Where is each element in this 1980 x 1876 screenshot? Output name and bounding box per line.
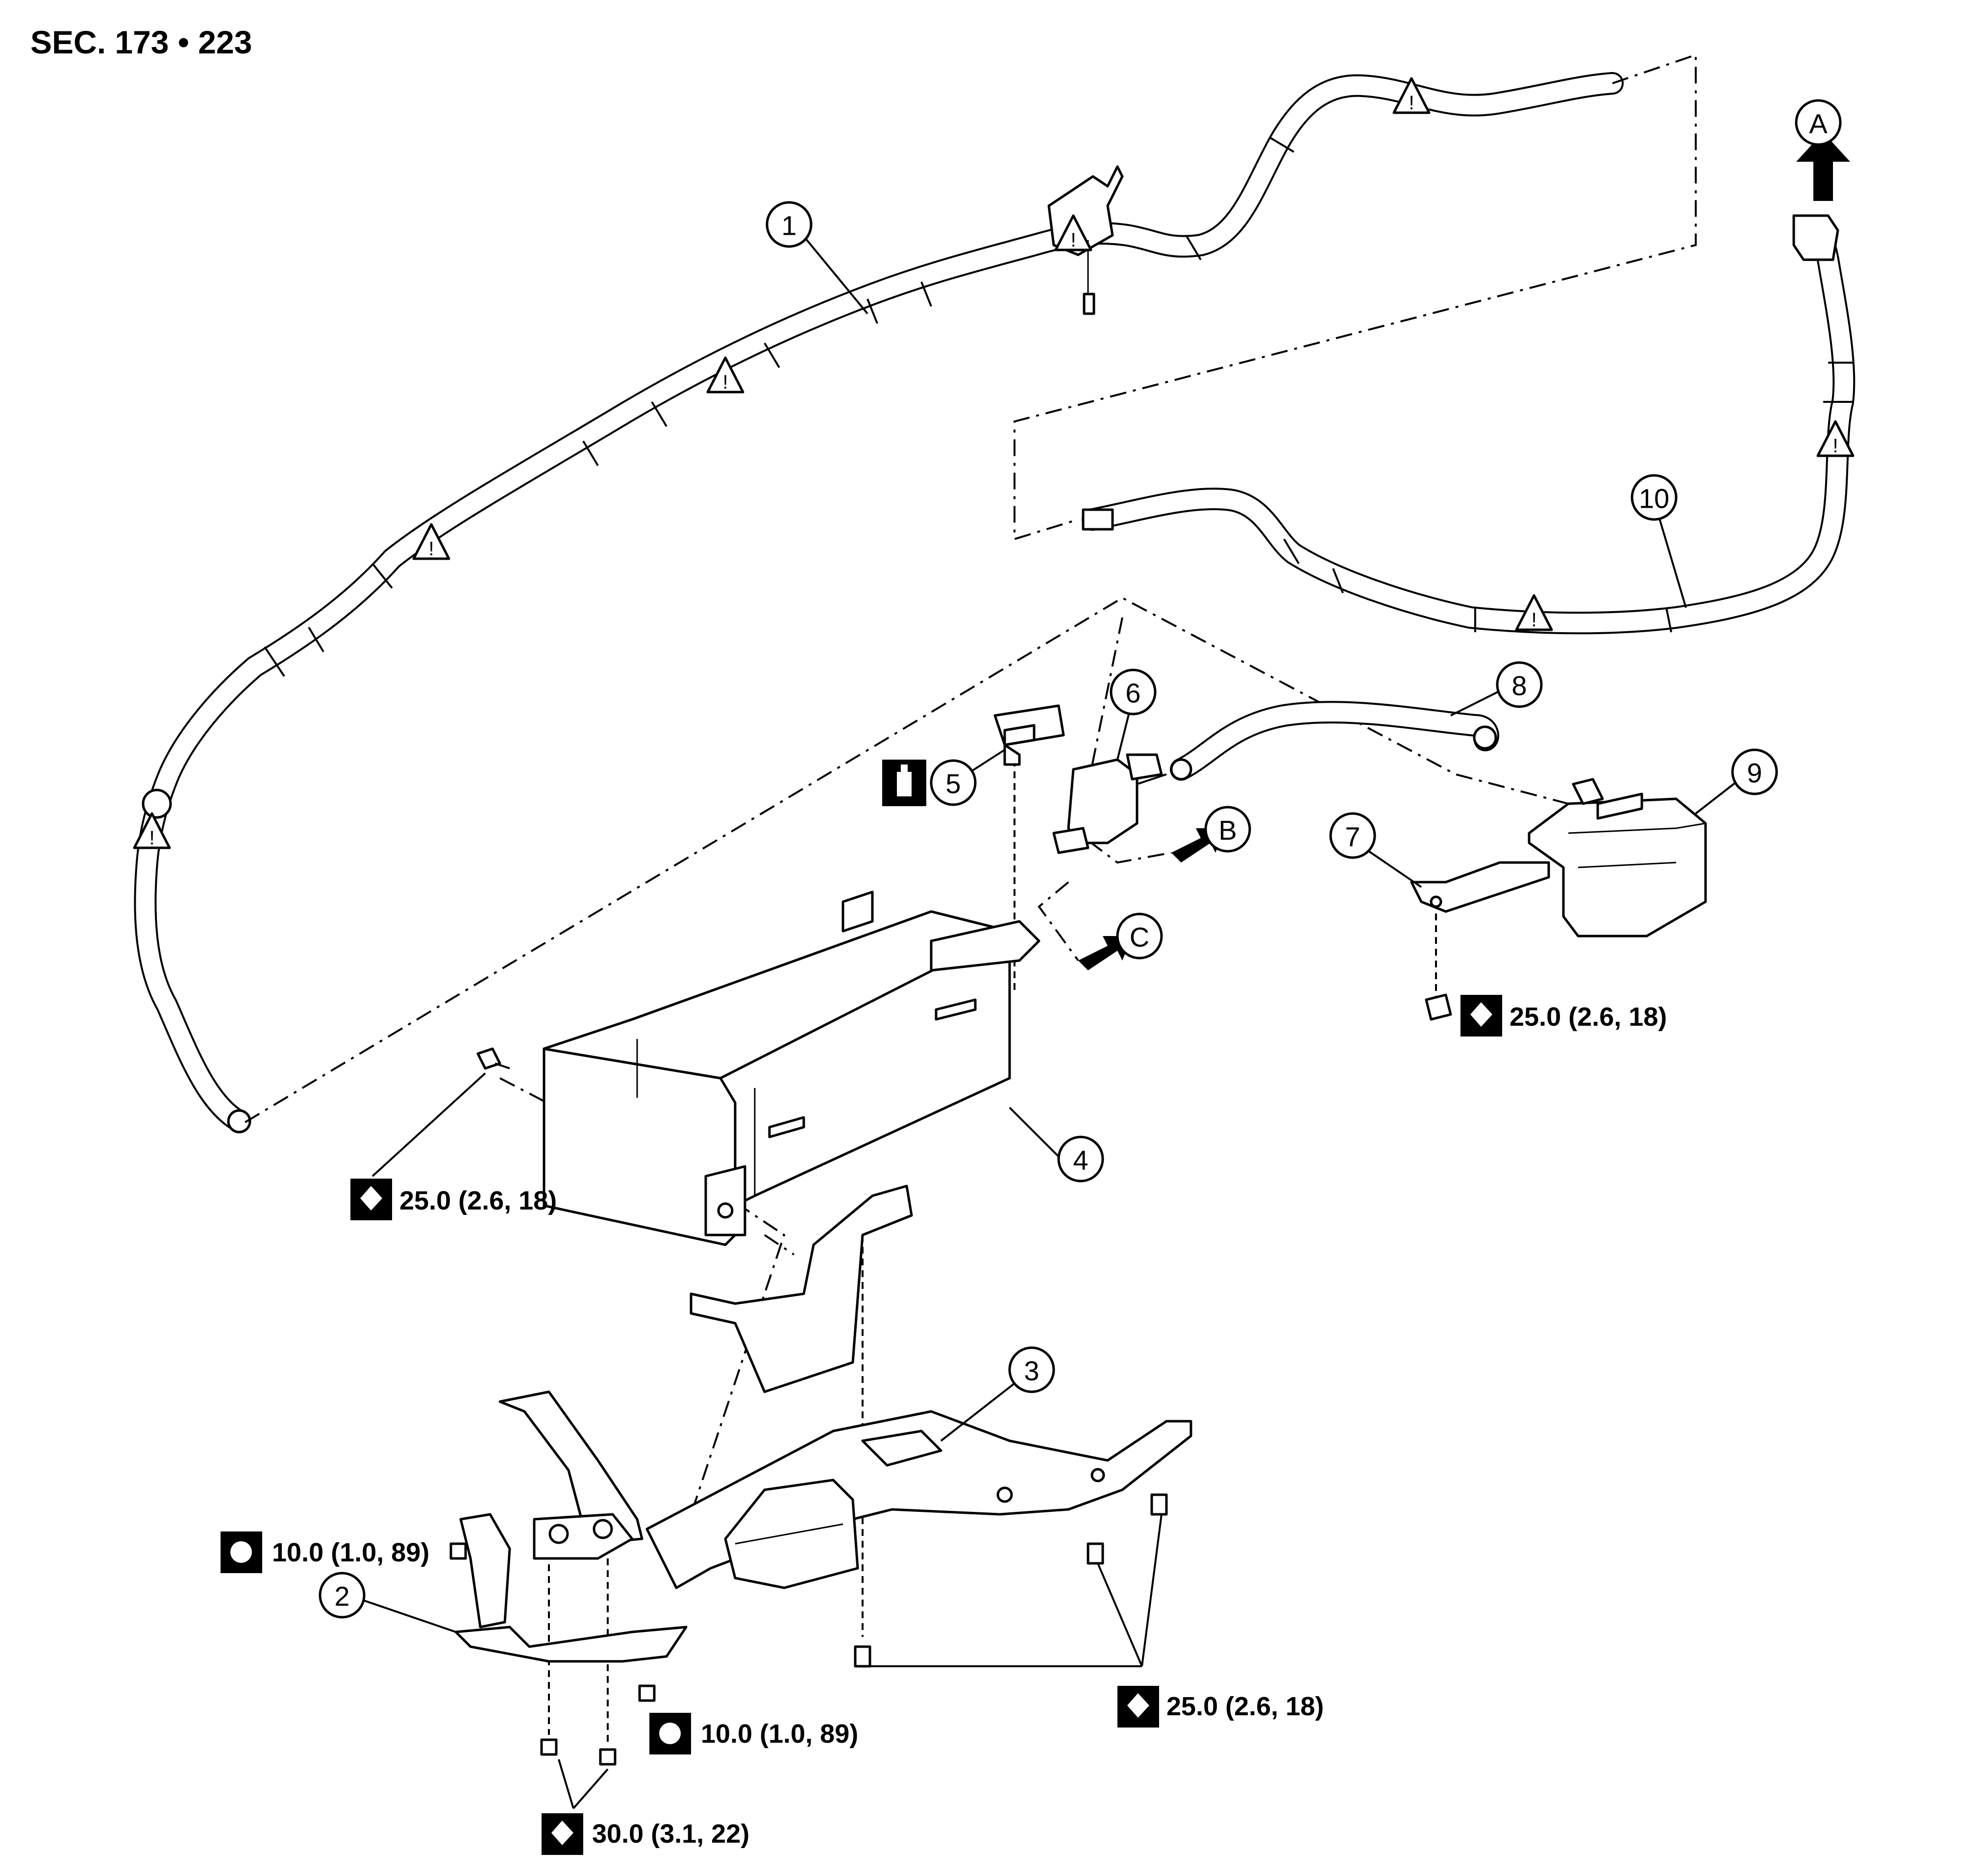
torque-wrench-icon xyxy=(350,1179,392,1220)
svg-text:10.0 (1.0, 89): 10.0 (1.0, 89) xyxy=(272,1538,429,1567)
svg-text:!: ! xyxy=(149,827,154,849)
torque-wrench-icon xyxy=(1460,995,1502,1037)
evap-hose-10 xyxy=(1082,214,1856,635)
torque-wrench-icon xyxy=(1117,1686,1159,1728)
callout-5: 5 xyxy=(930,749,1006,806)
evap-canister-4 xyxy=(543,890,1040,1246)
svg-text:10: 10 xyxy=(1639,483,1669,514)
torque-wrench-icon xyxy=(649,1713,691,1754)
svg-text:!: ! xyxy=(722,371,728,393)
torque-wrench-icon xyxy=(221,1531,262,1573)
svg-text:8: 8 xyxy=(1511,670,1527,701)
callout-9: 9 xyxy=(1695,748,1778,815)
arrow-icon xyxy=(1078,132,1850,970)
part-9-drain-filter xyxy=(1528,778,1707,938)
torque-spec-part-3: 25.0 (2.6, 18) xyxy=(1117,1686,1324,1728)
callout-4: 4 xyxy=(1009,1107,1104,1183)
svg-text:!: ! xyxy=(1409,92,1414,114)
svg-text:2: 2 xyxy=(334,1581,349,1612)
callout-10: 10 xyxy=(1631,474,1687,608)
svg-text:6: 6 xyxy=(1125,678,1140,709)
torque-spec-part-2-lower: 10.0 (1.0, 89) xyxy=(649,1713,858,1754)
svg-text:3: 3 xyxy=(1024,1356,1039,1386)
connection-a: A xyxy=(1795,99,1842,146)
svg-text:C: C xyxy=(1130,922,1149,953)
svg-text:!: ! xyxy=(1832,435,1838,457)
svg-text:B: B xyxy=(1218,815,1237,846)
svg-text:4: 4 xyxy=(1073,1145,1088,1176)
svg-text:1: 1 xyxy=(781,210,796,241)
torque-spec-part-9: 25.0 (2.6, 18) xyxy=(1460,995,1667,1037)
canister-bolt xyxy=(371,1047,510,1177)
mounting-bolts xyxy=(449,1493,1168,1809)
svg-text:!: ! xyxy=(1070,229,1076,251)
callout-7: 7 xyxy=(1329,812,1422,888)
svg-text:A: A xyxy=(1809,108,1828,139)
svg-text:!: ! xyxy=(428,538,434,560)
svg-text:5: 5 xyxy=(945,768,961,799)
svg-text:30.0 (3.1, 22): 30.0 (3.1, 22) xyxy=(592,1819,749,1849)
svg-text:7: 7 xyxy=(1345,821,1360,852)
torque-spec-part-2-bottom: 30.0 (3.1, 22) xyxy=(542,1813,749,1855)
evap-hose-8 xyxy=(1170,701,1499,781)
svg-text:25.0 (2.6, 18): 25.0 (2.6, 18) xyxy=(399,1186,557,1215)
connection-b: B xyxy=(1204,806,1251,853)
torque-wrench-icon xyxy=(542,1813,583,1855)
svg-text:10.0 (1.0, 89): 10.0 (1.0, 89) xyxy=(701,1719,858,1749)
part-7-bracket xyxy=(1410,861,1550,1021)
callout-2: 2 xyxy=(319,1572,456,1633)
part-2-bracket xyxy=(454,1513,688,1663)
section-reference: SEC. 173 • 223 xyxy=(30,24,252,60)
sealant-icon xyxy=(882,760,926,806)
callout-1: 1 xyxy=(766,201,868,315)
svg-text:9: 9 xyxy=(1747,758,1762,789)
callout-6: 6 xyxy=(1110,668,1157,760)
callout-8: 8 xyxy=(1450,661,1543,716)
svg-text:25.0 (2.6, 18): 25.0 (2.6, 18) xyxy=(1510,1002,1667,1032)
torque-spec-part-2-upper: 10.0 (1.0, 89) xyxy=(221,1531,429,1573)
part-5-sensor xyxy=(993,704,1065,766)
svg-text:!: ! xyxy=(1531,609,1536,631)
part-3-bracket xyxy=(498,1185,1192,1589)
warning-triangle-icon: ! ! ! ! ! ! ! xyxy=(133,77,1855,849)
svg-text:25.0 (2.6, 18): 25.0 (2.6, 18) xyxy=(1166,1692,1324,1721)
part-6-valve xyxy=(1052,753,1167,854)
callout-3: 3 xyxy=(940,1346,1055,1442)
connection-c: C xyxy=(1116,913,1163,960)
torque-spec-part-4: 25.0 (2.6, 18) xyxy=(350,1179,557,1220)
